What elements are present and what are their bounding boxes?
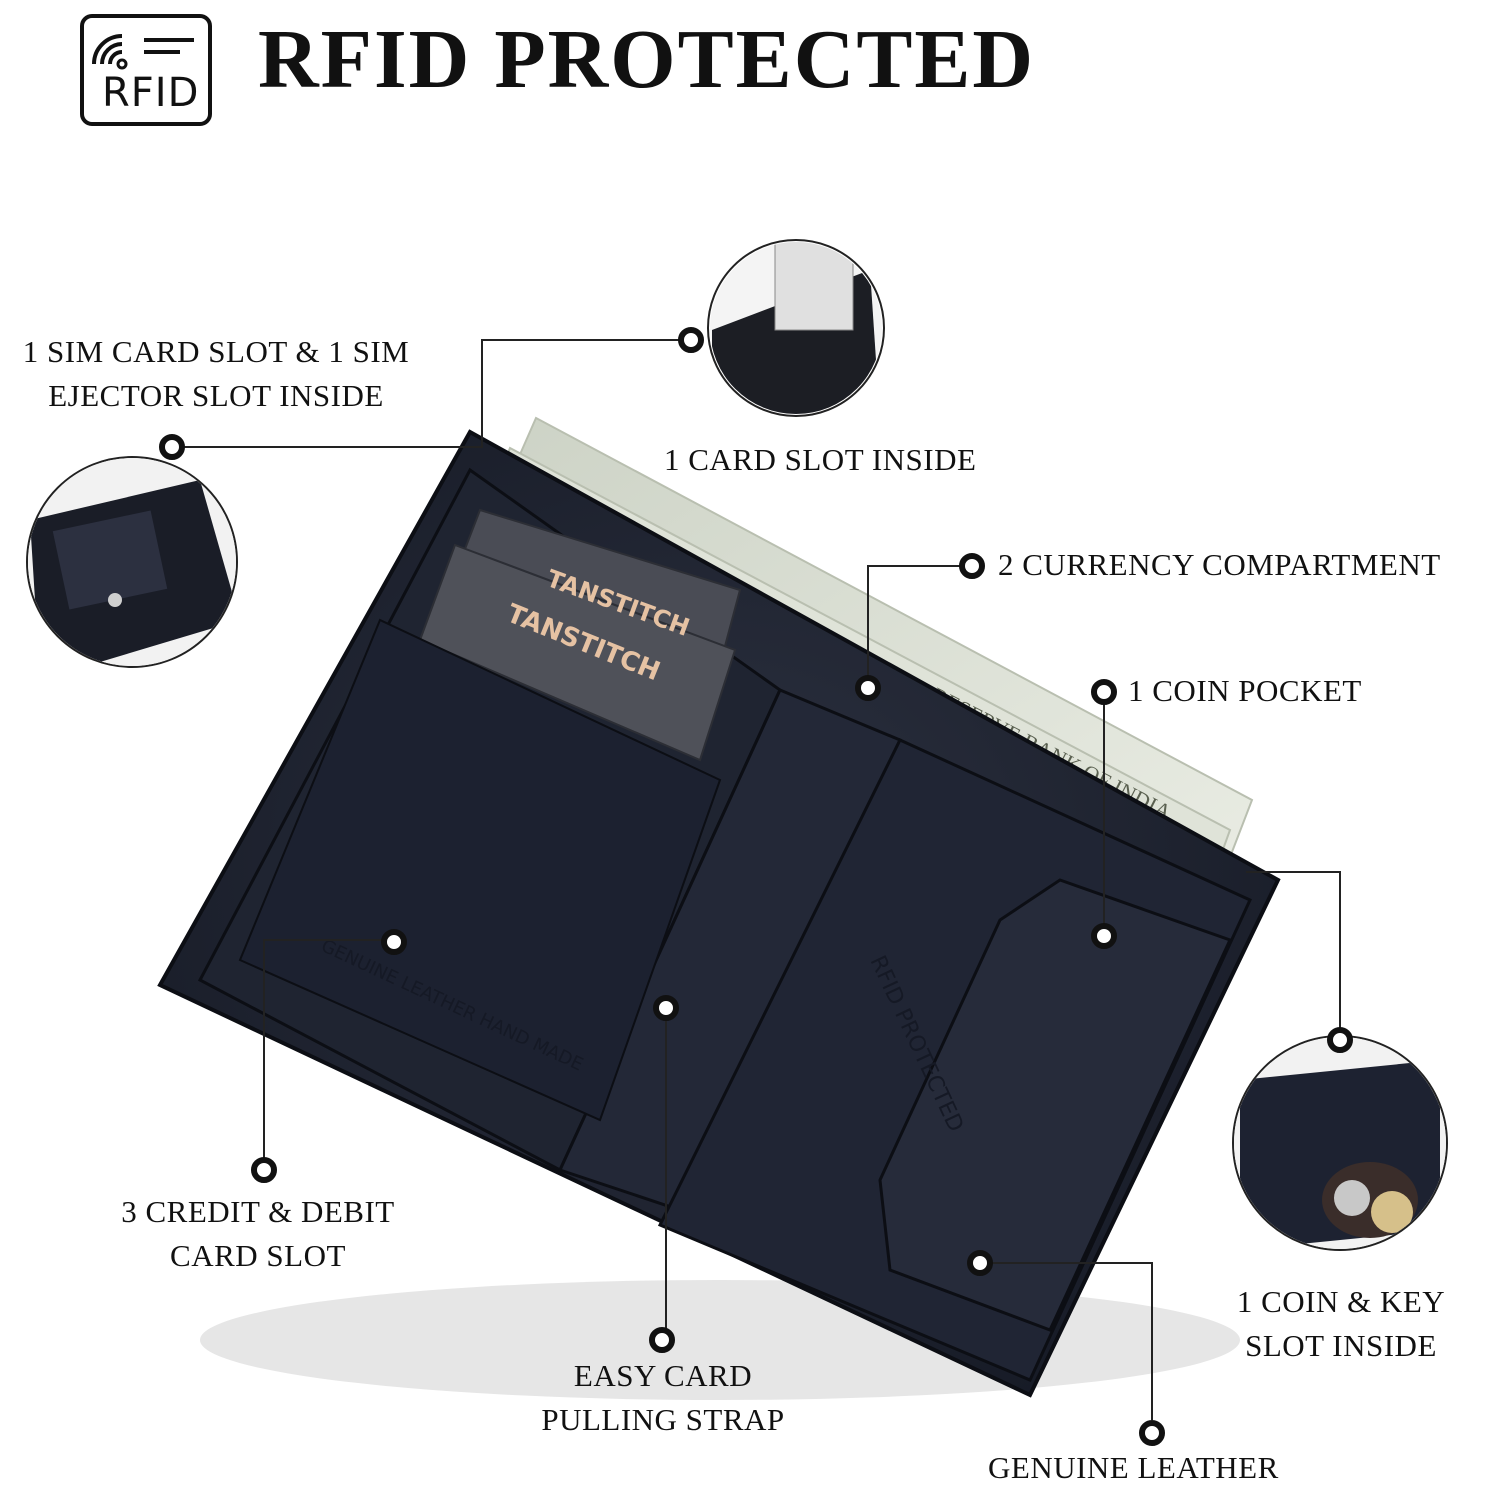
label-pulling-strap: EASY CARD PULLING STRAP <box>520 1354 806 1442</box>
badge-line <box>144 50 180 54</box>
callout-dot <box>159 434 185 460</box>
label-line: PULLING STRAP <box>541 1402 785 1438</box>
callout-dot <box>251 1157 277 1183</box>
callout-dots <box>159 327 1353 1446</box>
label-line: SLOT INSIDE <box>1245 1328 1437 1364</box>
label-coin-key-slot: 1 COIN & KEY SLOT INSIDE <box>1210 1280 1472 1368</box>
callout-dot <box>855 675 881 701</box>
label-line: EASY CARD <box>573 1358 753 1393</box>
coin-pocket-flap <box>878 878 1233 1332</box>
callout-dot <box>959 553 985 579</box>
label-line: 3 CREDIT & DEBIT <box>121 1194 395 1229</box>
callout-dot <box>678 327 704 353</box>
wireless-signal-icon <box>92 34 128 70</box>
callout-dot <box>1091 679 1117 705</box>
inset-sim-slot <box>26 456 238 668</box>
label-line: CARD SLOT <box>170 1238 346 1274</box>
callout-dot <box>1139 1420 1165 1446</box>
callout-dot <box>381 929 407 955</box>
badge-line <box>144 38 194 42</box>
callout-dot <box>1327 1027 1353 1053</box>
inset-card-slot <box>707 239 885 417</box>
label-genuine-leather: GENUINE LEATHER <box>988 1450 1279 1485</box>
callout-dot <box>1091 923 1117 949</box>
inset-coin-key-slot <box>1232 1035 1448 1251</box>
card <box>418 543 737 762</box>
label-sim-card-slot: 1 SIM CARD SLOT & 1 SIM EJECTOR SLOT INS… <box>0 330 432 418</box>
label-line: 1 COIN & KEY <box>1236 1284 1446 1319</box>
badge-text: RFID <box>102 70 200 116</box>
card-slot-panel <box>238 618 722 1122</box>
label-line: 1 SIM CARD SLOT & 1 SIM <box>22 334 410 369</box>
label-coin-pocket: 1 COIN POCKET <box>1128 673 1362 708</box>
callout-lines <box>182 339 1341 1420</box>
rfid-badge: RFID <box>80 14 212 126</box>
callout-dot <box>653 995 679 1021</box>
label-card-slot-inside: 1 CARD SLOT INSIDE <box>664 442 977 477</box>
wallet-body: TANSTITCH TANSTITCH GENUINE LEATHER HAND… <box>157 429 1281 1398</box>
label-credit-debit-slot: 3 CREDIT & DEBIT CARD SLOT <box>100 1190 416 1278</box>
label-line: EJECTOR SLOT INSIDE <box>48 378 384 414</box>
label-currency-compartment: 2 CURRENCY COMPARTMENT <box>998 547 1441 582</box>
callout-dot <box>967 1250 993 1276</box>
page-title: RFID PROTECTED <box>258 13 1036 106</box>
callout-dot <box>649 1327 675 1353</box>
